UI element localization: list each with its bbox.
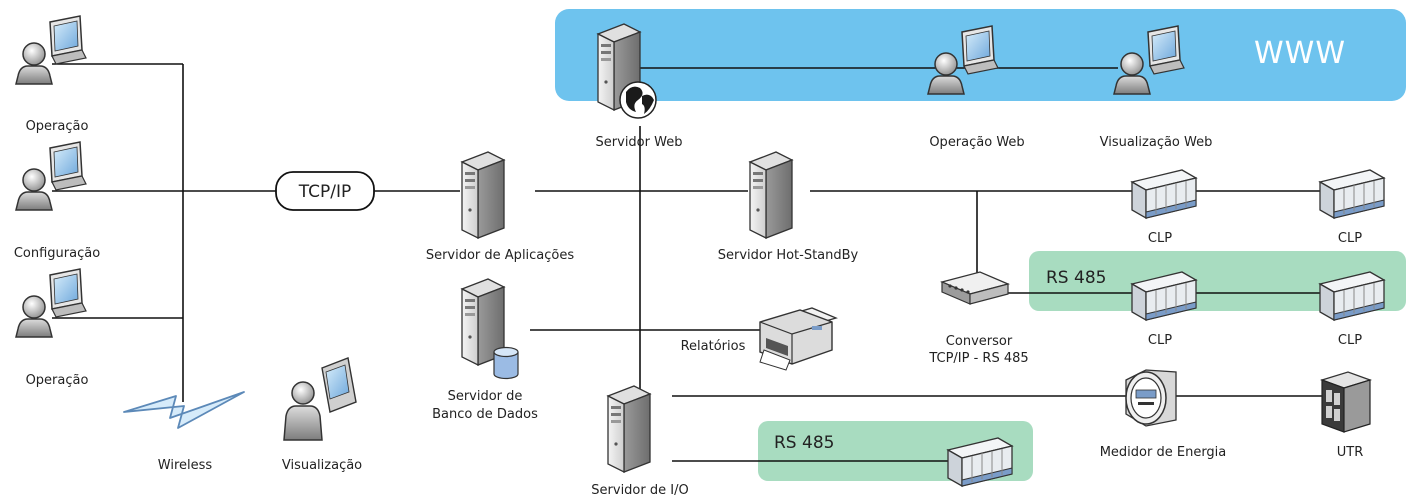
conversor-node: Conversor TCP/IP - RS 485	[928, 271, 1029, 366]
clp-4-label: CLP	[1338, 333, 1362, 348]
clp-3-node: CLP	[1131, 271, 1197, 348]
medidor-node: Medidor de Energia	[1100, 369, 1227, 460]
database-icon	[493, 346, 519, 380]
wireless-node: Wireless	[123, 391, 245, 473]
servidor-web-node: Servidor Web	[596, 23, 683, 150]
conversor-label-2: TCP/IP - RS 485	[928, 351, 1028, 366]
energy-meter-icon	[1125, 369, 1177, 427]
operacao-1-node: Operação	[15, 15, 89, 134]
utr-label: UTR	[1337, 445, 1364, 460]
configuracao-node: Configuração	[14, 141, 100, 261]
tcp-ip-hub: TCP/IP	[275, 171, 375, 211]
medidor-label: Medidor de Energia	[1100, 445, 1227, 460]
servidor-web-label: Servidor Web	[596, 135, 683, 150]
www-zone-label: WWW	[1254, 36, 1346, 71]
relatorios-node: Relatórios	[681, 307, 838, 371]
user-workstation-icon	[15, 15, 87, 85]
operacao-web-node: Operação Web	[927, 25, 1025, 150]
operacao-2-label: Operação	[26, 373, 89, 388]
lightning-bolt-icon	[123, 391, 245, 429]
servidor-banco-node: Servidor de Banco de Dados	[432, 278, 538, 422]
servidor-aplicacoes-node: Servidor de Aplicações	[426, 151, 575, 263]
server-icon	[461, 151, 505, 239]
relatorios-label: Relatórios	[681, 339, 746, 354]
servidor-io-node: Servidor de I/O	[591, 385, 689, 498]
visualizacao-web-node: Visualização Web	[1100, 25, 1213, 150]
clp-4-node: CLP	[1319, 271, 1385, 348]
visualizacao-web-label: Visualização Web	[1100, 135, 1213, 150]
user-pda-icon	[283, 357, 357, 441]
rs485-bottom-label: RS 485	[774, 433, 834, 453]
clp-1-node: CLP	[1131, 169, 1197, 246]
plc-rack-icon	[1131, 169, 1197, 219]
operacao-web-label: Operação Web	[929, 135, 1024, 150]
utr-node: UTR	[1319, 371, 1373, 460]
rs485-zone-top	[1029, 251, 1406, 311]
globe-icon	[619, 81, 657, 119]
servidor-aplicacoes-label: Servidor de Aplicações	[426, 248, 575, 263]
servidor-banco-label-2: Banco de Dados	[432, 407, 538, 422]
clp-2-node: CLP	[1319, 169, 1385, 246]
servidor-banco-label-1: Servidor de	[448, 389, 523, 404]
visualizacao-node: Visualização	[282, 357, 362, 473]
switch-icon	[940, 271, 1010, 305]
operacao-2-node: Operação	[15, 268, 89, 388]
servidor-hot-standby-node: Servidor Hot-StandBy	[718, 151, 859, 263]
conversor-label-1: Conversor	[946, 334, 1013, 349]
clp-2-label: CLP	[1338, 231, 1362, 246]
servidor-io-label: Servidor de I/O	[591, 483, 688, 498]
wireless-label: Wireless	[158, 458, 213, 473]
operacao-1-label: Operação	[26, 119, 89, 134]
user-workstation-icon	[15, 141, 87, 211]
server-icon	[607, 385, 651, 473]
rs485-top-label: RS 485	[1046, 268, 1106, 288]
servidor-hot-standby-label: Servidor Hot-StandBy	[718, 248, 859, 263]
configuracao-label: Configuração	[14, 246, 100, 261]
plc-rack-icon	[1319, 169, 1385, 219]
clp-3-label: CLP	[1148, 333, 1172, 348]
visualizacao-label: Visualização	[282, 458, 362, 473]
server-icon	[749, 151, 793, 239]
user-workstation-icon	[15, 268, 87, 338]
rtu-cabinet-icon	[1319, 371, 1373, 433]
printer-icon	[759, 307, 838, 371]
clp-1-label: CLP	[1148, 231, 1172, 246]
tcp-ip-label: TCP/IP	[298, 182, 352, 202]
